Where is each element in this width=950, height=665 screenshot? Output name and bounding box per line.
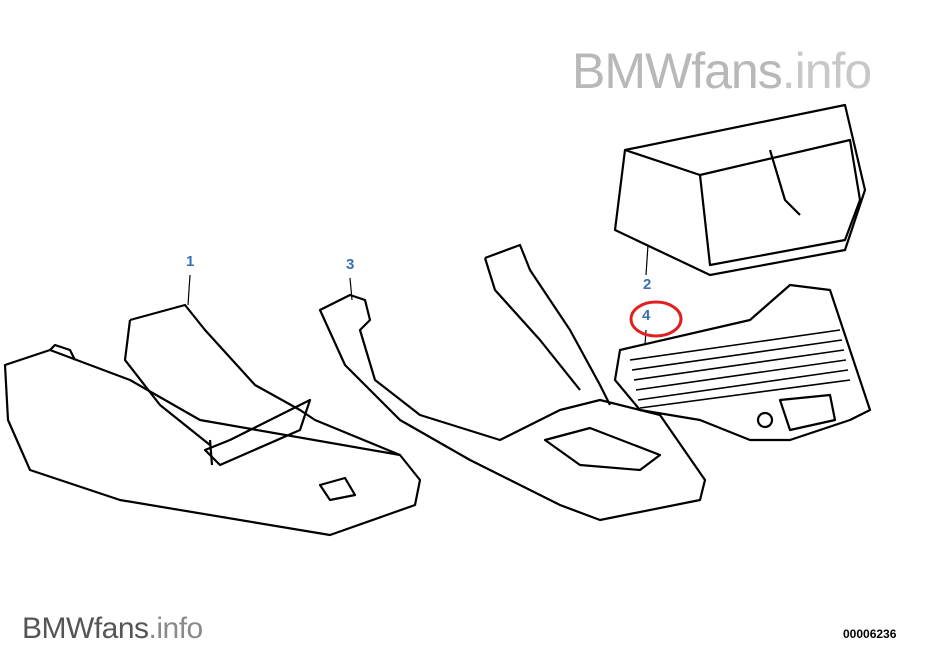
part-4-grille[interactable] xyxy=(613,283,872,442)
watermark-bottom: BMWfans.info xyxy=(22,612,203,646)
part-1-console[interactable] xyxy=(3,303,422,537)
watermark-suffix: .info xyxy=(781,43,873,99)
watermark-top: BMWfans.info xyxy=(572,42,873,100)
callout-4[interactable]: 4 xyxy=(642,307,651,324)
part-3-trim[interactable] xyxy=(318,243,707,522)
watermark-brand: BMWfans xyxy=(22,612,149,645)
watermark-brand: BMWfans xyxy=(572,43,783,99)
callout-2[interactable]: 2 xyxy=(643,276,652,293)
watermark-suffix: .info xyxy=(148,612,204,645)
callout-1[interactable]: 1 xyxy=(186,253,195,270)
diagram-number: 00006236 xyxy=(843,627,897,641)
callout-3[interactable]: 3 xyxy=(346,256,355,273)
leader-lines xyxy=(187,244,649,346)
highlight-circle xyxy=(629,300,683,338)
part-2-box[interactable] xyxy=(613,103,867,277)
